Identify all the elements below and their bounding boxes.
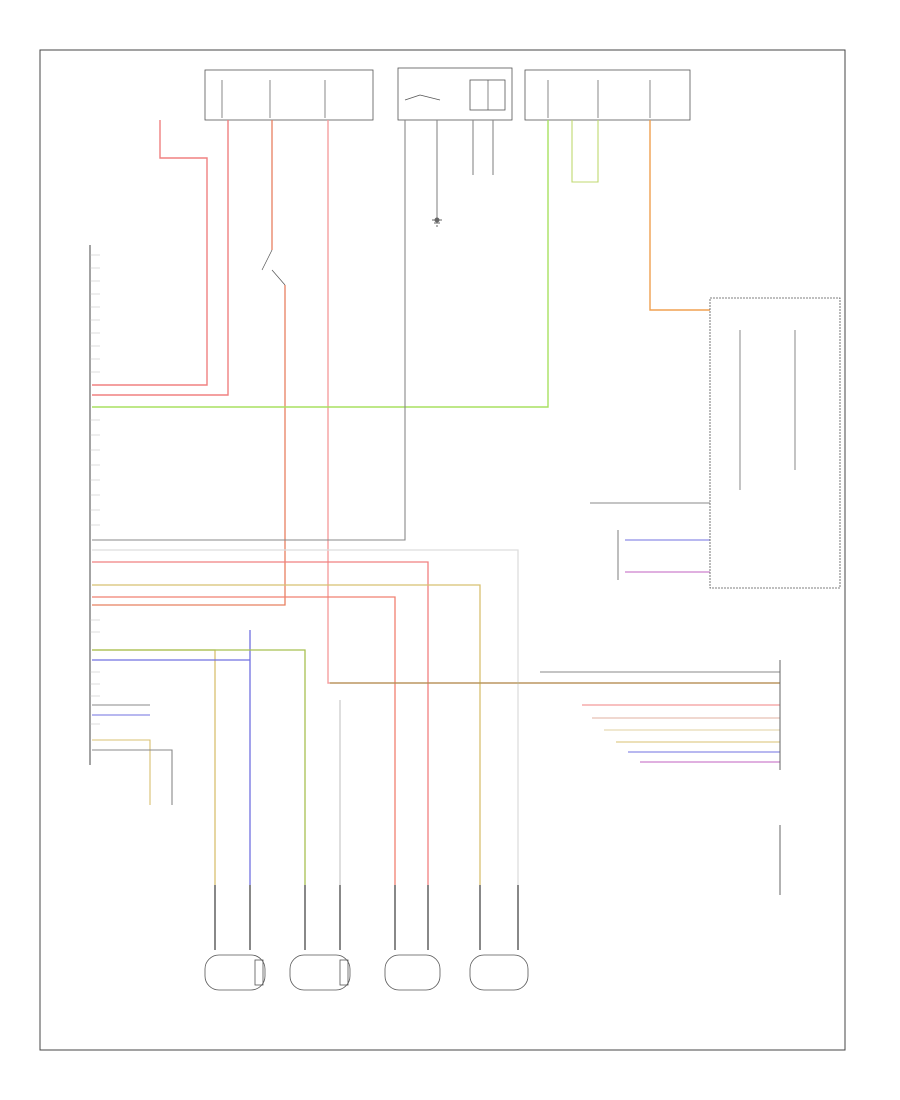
wire-red-1 (92, 120, 229, 396)
brake-switch (261, 249, 286, 286)
wire-sensor-lr (92, 630, 251, 885)
wire-orange-right (649, 120, 710, 311)
ground-symbols (432, 217, 442, 227)
sensor-left-front (469, 885, 529, 991)
diagram-frame (39, 49, 846, 1051)
wire-stubs-fb2 (571, 120, 599, 183)
left-module-pins (90, 254, 100, 725)
fuse-box-1 (204, 69, 374, 121)
sensor-right-front (384, 885, 441, 991)
relay-box (397, 67, 513, 121)
wire-grey-relay (92, 120, 494, 541)
fuse-box-2 (524, 69, 691, 121)
right-module-top (709, 297, 841, 589)
wire-sensor-rr (92, 649, 341, 885)
wire-left-stubs (92, 704, 173, 805)
wire-right-connector (330, 671, 780, 763)
wire-brake-switch (92, 120, 286, 606)
wire-pink-long (327, 120, 780, 684)
wire-green (92, 120, 549, 408)
wire-right-module (590, 502, 710, 580)
sensor-left-rear (204, 885, 266, 991)
wire-sensor-rf (92, 561, 429, 885)
wire-sensor-lf (92, 549, 519, 885)
sensor-right-rear (289, 885, 351, 991)
